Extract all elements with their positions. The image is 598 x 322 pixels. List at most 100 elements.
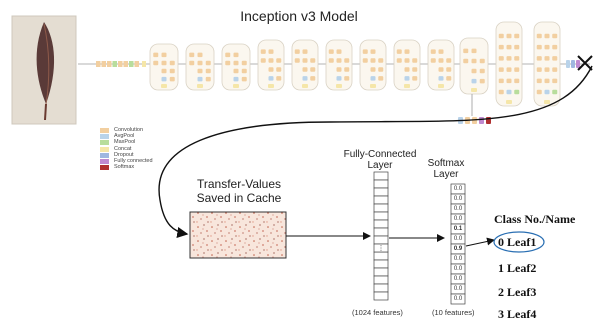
fc-cell (373, 291, 389, 301)
conv-block (552, 89, 558, 95)
concat-block (404, 84, 410, 88)
conv-block (498, 89, 504, 95)
inception-module-frame (185, 43, 215, 91)
conv-block (310, 67, 316, 72)
cache-box (189, 211, 287, 259)
conv-block (328, 49, 334, 54)
conv-block (302, 76, 308, 81)
conv-block (336, 76, 342, 81)
conv-block (471, 48, 477, 54)
fc-features-label: (1024 features) (352, 308, 403, 317)
conv-block (438, 67, 444, 72)
conv-block (205, 60, 211, 66)
conv-block (536, 56, 542, 61)
conv-block (471, 68, 477, 74)
conv-block (310, 58, 316, 63)
conv-block (536, 78, 542, 84)
conv-block (189, 52, 195, 58)
conv-block (233, 52, 239, 58)
legend-label: Dropout (114, 151, 134, 158)
conv-block (514, 44, 520, 50)
conv-block (514, 89, 520, 95)
fc-cell (373, 227, 389, 237)
inception-module-frame (459, 37, 489, 95)
stem-layer-block (142, 61, 146, 67)
concat-block (197, 84, 203, 88)
conv-block (536, 67, 542, 72)
leaf-image (11, 15, 77, 125)
conv-block (479, 68, 485, 74)
fc-cell (373, 211, 389, 221)
conv-block (430, 49, 436, 54)
tail-block (576, 60, 580, 68)
conv-block (233, 68, 239, 74)
fc-cell (373, 179, 389, 189)
conv-block (514, 67, 520, 72)
inception-module (495, 21, 523, 107)
conv-block (471, 58, 477, 64)
conv-block (378, 76, 384, 81)
concat-block (233, 84, 239, 88)
conv-block (276, 76, 282, 81)
conv-block (336, 58, 342, 63)
conv-block (446, 76, 452, 81)
conv-block (552, 67, 558, 72)
conv-block (241, 68, 247, 74)
softmax-layer-title: Softmax Layer (427, 158, 465, 180)
conv-block (197, 52, 203, 58)
inception-module (257, 39, 285, 91)
fc-cell (373, 267, 389, 277)
stem-layer-block (101, 61, 106, 67)
conv-block (552, 33, 558, 39)
legend-swatch (100, 140, 109, 146)
conv-block (506, 89, 512, 95)
softmax-value: 0.0 (453, 216, 463, 222)
ellipsis-dot (380, 249, 382, 251)
legend-swatch (100, 159, 109, 164)
conv-block (498, 67, 504, 72)
inception-module-frame (149, 43, 179, 91)
conv-block (344, 76, 350, 81)
inception-module-frame (325, 39, 353, 91)
inception-module (359, 39, 387, 91)
class-item: 2 Leaf3 (498, 285, 537, 299)
conv-block (268, 58, 274, 63)
stem-layer-block (134, 61, 139, 67)
inception-module-frame (257, 39, 285, 91)
conv-block (412, 76, 418, 81)
conv-block (404, 58, 410, 63)
conv-block (404, 49, 410, 54)
x-mark-icon (577, 55, 593, 71)
softmax-value: 0.0 (453, 266, 463, 272)
class-item: 1 Leaf2 (498, 261, 537, 275)
conv-block (370, 76, 376, 81)
ellipsis-dot (380, 247, 382, 249)
conv-block (544, 89, 550, 95)
conv-block (153, 52, 159, 58)
softmax-value: 0.0 (453, 236, 463, 242)
tail-block (571, 60, 575, 68)
conv-block (506, 56, 512, 61)
legend-swatch (100, 128, 109, 133)
conv-block (446, 67, 452, 72)
fc-cell (373, 187, 389, 197)
conv-block (302, 58, 308, 63)
fc-cell (373, 251, 389, 261)
conv-block (268, 67, 274, 72)
stem-layer-block (118, 61, 123, 67)
concat-block (438, 84, 444, 88)
conv-block (336, 67, 342, 72)
conv-block (294, 49, 300, 54)
softmax-value: 0.0 (453, 186, 463, 192)
legend-label: Concat (114, 145, 132, 152)
inception-module (427, 39, 455, 91)
conv-block (438, 58, 444, 63)
stem-layer-block (112, 61, 117, 67)
inception-module (221, 43, 251, 91)
fc-cell (373, 219, 389, 229)
legend-swatch (100, 152, 109, 158)
conv-block (498, 33, 504, 39)
conv-block (506, 78, 512, 84)
class-item: 0 Leaf1 (498, 235, 537, 249)
